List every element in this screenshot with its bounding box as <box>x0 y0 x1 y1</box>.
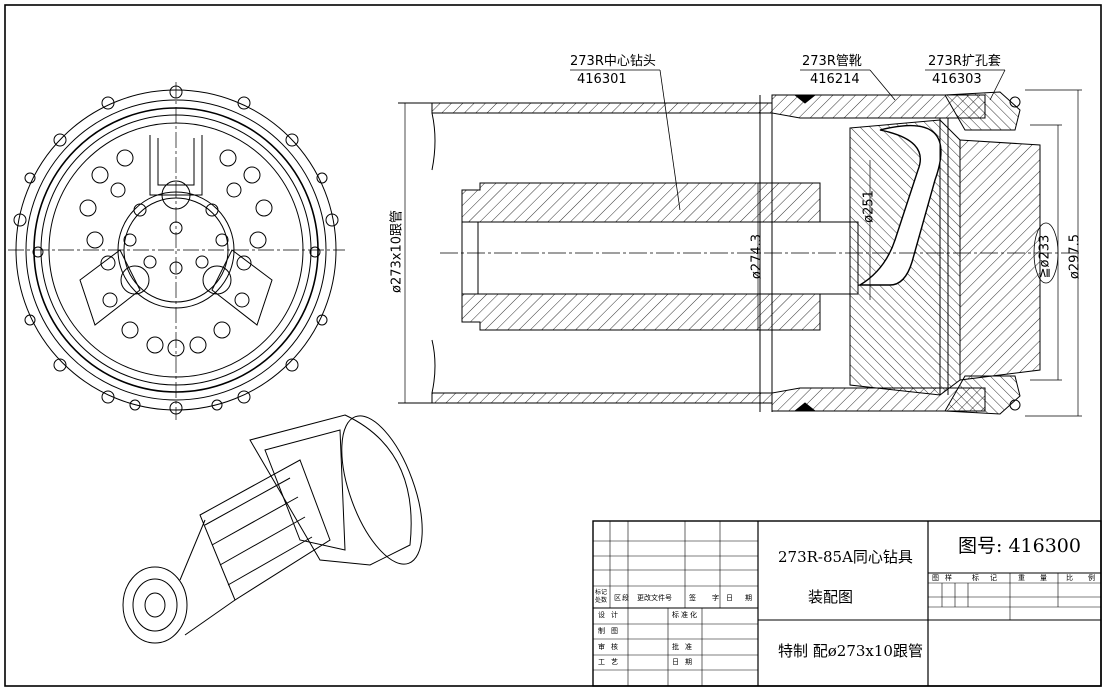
isometric-view <box>122 414 423 644</box>
rev-header-date: 日 <box>726 594 733 602</box>
stage-label-1: 图 <box>932 574 939 582</box>
role-process: 工艺 <box>598 658 624 666</box>
role-approve: 批准 <box>672 643 698 651</box>
rev-header-segment: 段 <box>622 594 629 602</box>
stage-label-2: 样 <box>945 574 952 582</box>
title-line-2: 装配图 <box>808 588 854 606</box>
casing-shoe-name: 273R管靴 <box>802 54 862 69</box>
role-date: 日期 <box>672 658 698 666</box>
end-view-inserts <box>13 85 339 415</box>
stage-label-3: 标 <box>972 574 979 582</box>
stage-label-4: 记 <box>990 574 997 582</box>
rev-header-sign: 签 <box>689 594 696 602</box>
drawing-border <box>4 4 1102 687</box>
dim-251: ø251 <box>861 190 877 223</box>
end-view <box>8 82 345 420</box>
spec-note: 特制 配ø273x10跟管 <box>778 642 923 660</box>
dim-233: ≧ø233 <box>1037 234 1053 279</box>
center-bit-code: 416301 <box>577 72 627 87</box>
role-design: 设计 <box>598 611 624 619</box>
center-bit-name: 273R中心钻头 <box>570 54 656 69</box>
reamer-sleeve-code: 416303 <box>932 72 982 87</box>
end-view-holes <box>79 149 273 357</box>
casing-shoe-code: 416214 <box>810 72 860 87</box>
rev-header-doc: 更改文件号 <box>637 594 672 602</box>
stage-label-8: 例 <box>1088 574 1095 582</box>
stage-label-6: 量 <box>1040 574 1047 582</box>
rev-header-zone: 区 <box>614 594 621 602</box>
dim-297-5: ø297.5 <box>1067 233 1083 280</box>
dim-274-3: ø274.3 <box>749 233 765 280</box>
drawing-number: 图号: 416300 <box>958 535 1081 557</box>
pipe-dimension: ø273x10跟管 <box>389 210 405 294</box>
rev-header-count: 处数 <box>595 597 608 604</box>
title-line-1: 273R-85A同心钻具 <box>778 548 913 566</box>
rev-header-char: 字 <box>712 594 719 602</box>
rev-header-period: 期 <box>745 594 752 602</box>
reamer-sleeve-name: 273R扩孔套 <box>928 54 1001 69</box>
role-review: 审核 <box>598 643 624 651</box>
rev-header-mark: 标记 <box>595 589 608 596</box>
section-view <box>398 69 1082 417</box>
role-standard: 标准化 <box>672 611 699 619</box>
role-drafting: 制图 <box>598 627 624 635</box>
title-block <box>592 520 1102 687</box>
stage-label-7: 比 <box>1066 574 1073 582</box>
stage-label-5: 重 <box>1018 574 1025 582</box>
